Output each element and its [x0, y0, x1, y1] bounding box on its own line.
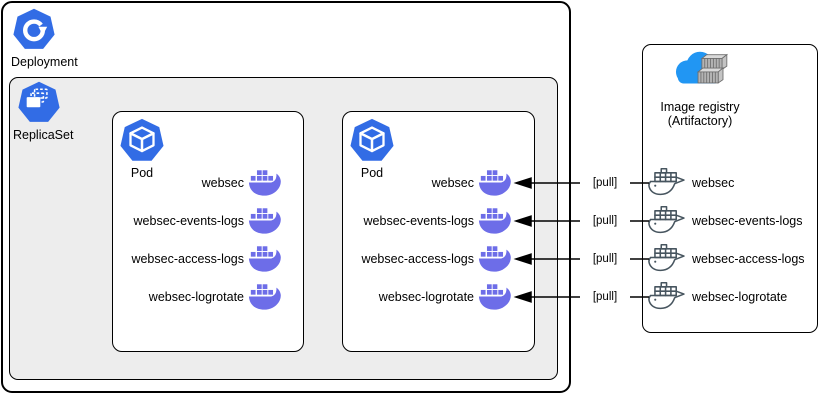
pull-label: [pull]: [580, 176, 630, 190]
registry-image-label: websec: [692, 176, 735, 190]
registry-image-label: websec-access-logs: [692, 252, 805, 266]
docker-whale-icon: [478, 284, 512, 311]
docker-whale-icon: [478, 208, 512, 235]
container-label: websec-access-logs: [361, 252, 474, 266]
docker-whale-outline-icon: [646, 206, 690, 235]
deployment-label: Deployment: [11, 55, 78, 69]
container-label: websec: [431, 176, 474, 190]
docker-whale-icon: [248, 208, 282, 235]
pod-label: Pod: [360, 166, 384, 180]
docker-whale-icon: [248, 284, 282, 311]
registry-title-line1: Image registry: [660, 100, 740, 114]
registry-title: Image registry (Artifactory): [640, 100, 760, 128]
container-label: websec-logrotate: [378, 290, 474, 304]
container-label: websec: [201, 176, 244, 190]
pull-label: [pull]: [580, 214, 630, 228]
docker-whale-icon: [248, 246, 282, 273]
container-label: websec-logrotate: [148, 290, 244, 304]
cloud-containers-icon: [668, 46, 730, 94]
docker-whale-outline-icon: [646, 282, 690, 311]
container-label: websec-events-logs: [133, 214, 244, 228]
kubernetes-pod-icon: [119, 117, 165, 163]
kubernetes-pod-icon: [349, 117, 395, 163]
pull-label: [pull]: [580, 290, 630, 304]
registry-image-label: websec-logrotate: [692, 290, 788, 304]
docker-whale-icon: [478, 246, 512, 273]
pod-label: Pod: [130, 166, 154, 180]
docker-whale-outline-icon: [646, 244, 690, 273]
docker-whale-icon: [248, 170, 282, 197]
docker-whale-outline-icon: [646, 168, 690, 197]
registry-title-line2: (Artifactory): [667, 114, 733, 128]
kubernetes-deployment-icon: [12, 7, 56, 51]
kubernetes-replicaset-icon: [17, 80, 61, 124]
container-label: websec-events-logs: [363, 214, 474, 228]
replicaset-label: ReplicaSet: [13, 128, 74, 142]
docker-whale-icon: [478, 170, 512, 197]
container-label: websec-access-logs: [131, 252, 244, 266]
pull-label: [pull]: [580, 252, 630, 266]
registry-image-label: websec-events-logs: [692, 214, 803, 228]
